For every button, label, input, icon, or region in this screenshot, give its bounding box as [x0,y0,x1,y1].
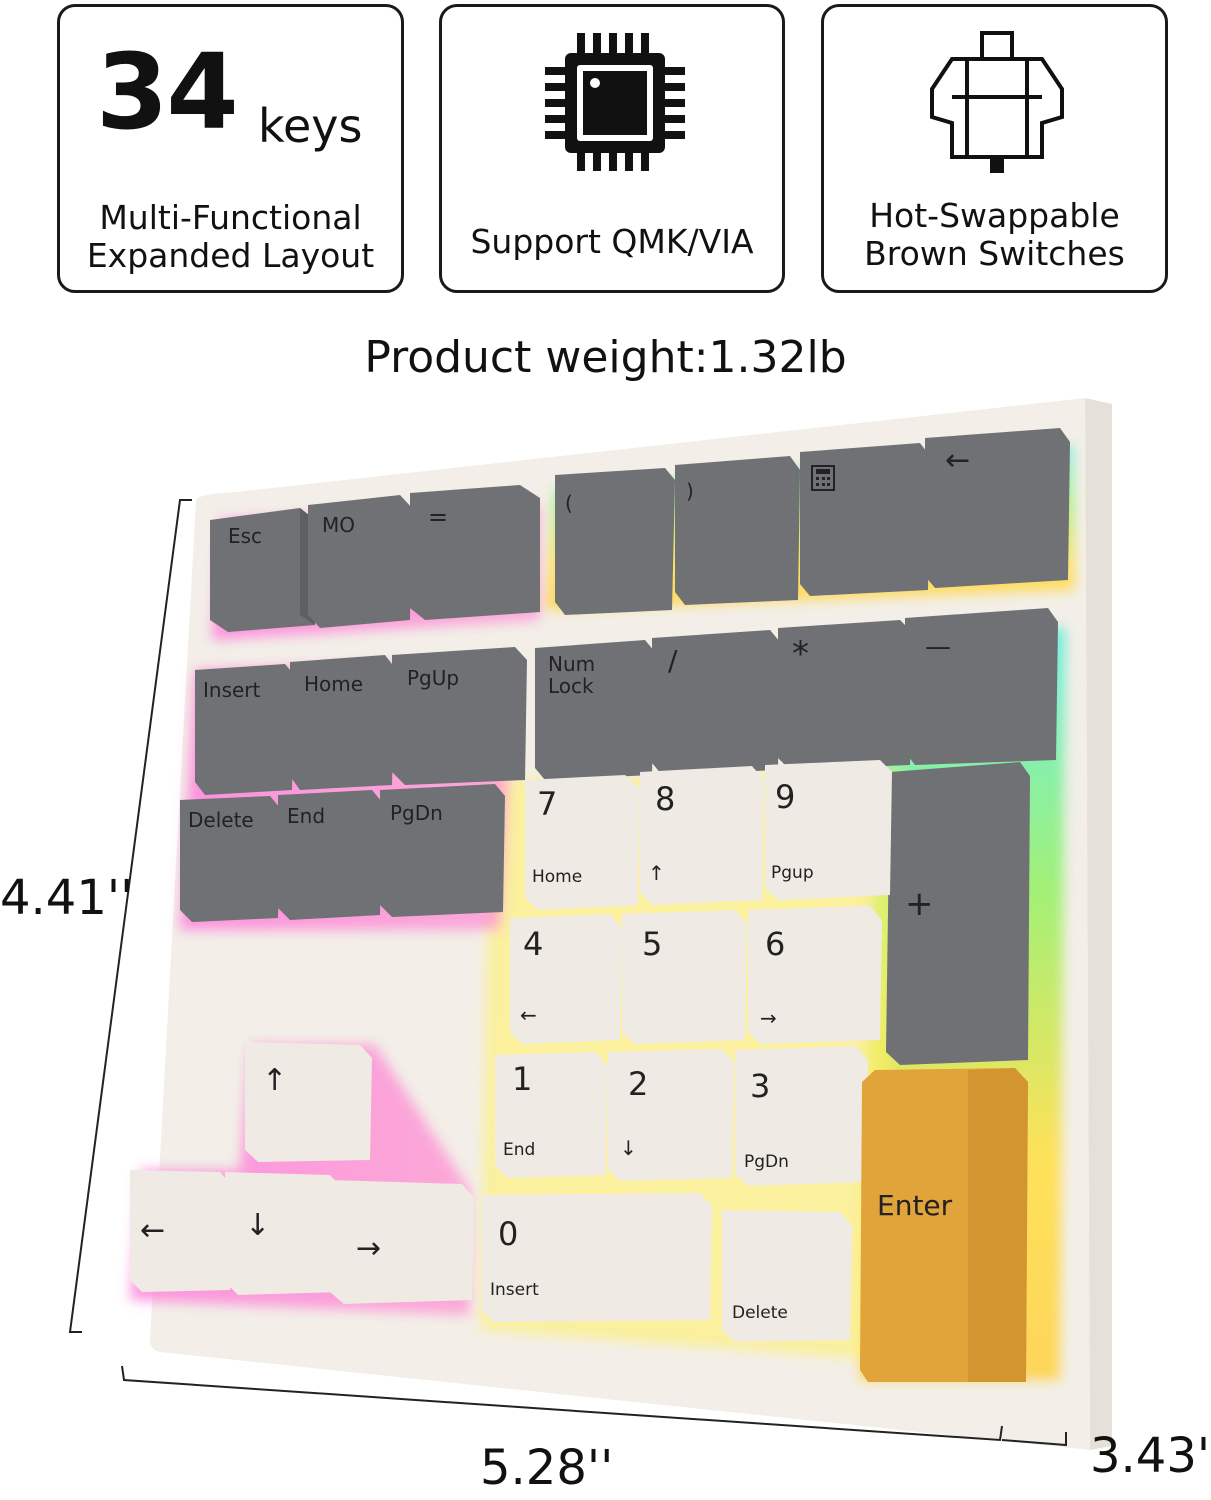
key-7: 7 [537,785,557,823]
key-left: ← [140,1213,165,1248]
key-2-sub: ↓ [620,1136,637,1160]
key-numlock-2: Lock [548,674,594,698]
key-5: 5 [642,925,662,963]
dimension-height: 4.41'' [0,870,134,926]
key-insert: Insert [203,678,261,702]
key-down: ↓ [245,1208,270,1243]
cream-keys [130,760,892,1342]
key-9: 9 [775,778,795,816]
key-backspace: ← [945,443,970,478]
key-rparen: ) [686,479,694,503]
dimension-width: 5.28'' [480,1440,614,1496]
key-1-sub: End [503,1140,535,1160]
key-3: 3 [750,1067,770,1105]
key-4: 4 [523,925,543,963]
feature-card-switch: Hot-Swappable Brown Switches [821,4,1168,293]
feature-qmk-line1: Support QMK/VIA [470,222,754,261]
key-count-number: 34 [96,31,239,153]
feature-switch-line2: Brown Switches [864,234,1125,273]
key-0: 0 [498,1215,518,1253]
key-count-unit: keys [258,99,363,153]
key-numlock-1: Num [548,652,595,676]
dimension-depth: 3.43'' [1090,1428,1211,1484]
key-dot-sub: Delete [732,1303,788,1323]
key-enter: Enter [877,1189,953,1222]
key-up: ↑ [262,1063,287,1098]
key-2: 2 [628,1065,648,1103]
key-7-sub: Home [532,867,582,887]
dimension-lines [68,499,1067,1447]
key-3-sub: PgDn [744,1152,789,1172]
switch-icon [930,31,1064,173]
feature-card-qmk: Support QMK/VIA [439,4,785,293]
gray-keys [180,428,1070,1065]
key-eq: = [428,503,448,531]
keyboard-case-side [1085,398,1112,1450]
key-8-sub: ↑ [648,861,665,885]
key-esc: Esc [228,524,262,548]
key-8: 8 [655,780,675,818]
product-weight: Product weight:1.32lb [364,332,847,383]
key-6-sub: → [760,1006,777,1030]
feature-switch-line1: Hot-Swappable [869,196,1120,235]
key-slash: / [668,644,678,677]
key-pgdn: PgDn [390,801,443,825]
key-home: Home [304,672,363,696]
key-delete: Delete [188,808,254,832]
key-1: 1 [512,1060,532,1098]
key-star: * [792,634,809,674]
key-0-sub: Insert [490,1280,539,1300]
key-minus: — [925,632,951,662]
key-9-sub: Pgup [771,863,814,883]
key-right: → [356,1231,381,1266]
feature-card-keys: 34 keys Multi-Functional Expanded Layout [57,4,404,293]
key-plus: + [905,884,934,924]
key-pgup: PgUp [407,666,459,690]
key-4-sub: ← [520,1003,537,1027]
feature-keys-line1: Multi-Functional [99,198,362,237]
key-6: 6 [765,925,785,963]
key-end: End [287,804,325,828]
chip-icon [545,33,685,171]
calculator-icon [811,465,835,491]
feature-keys-line2: Expanded Layout [86,236,375,275]
key-lparen: ( [565,491,573,515]
key-mo: MO [322,513,355,537]
